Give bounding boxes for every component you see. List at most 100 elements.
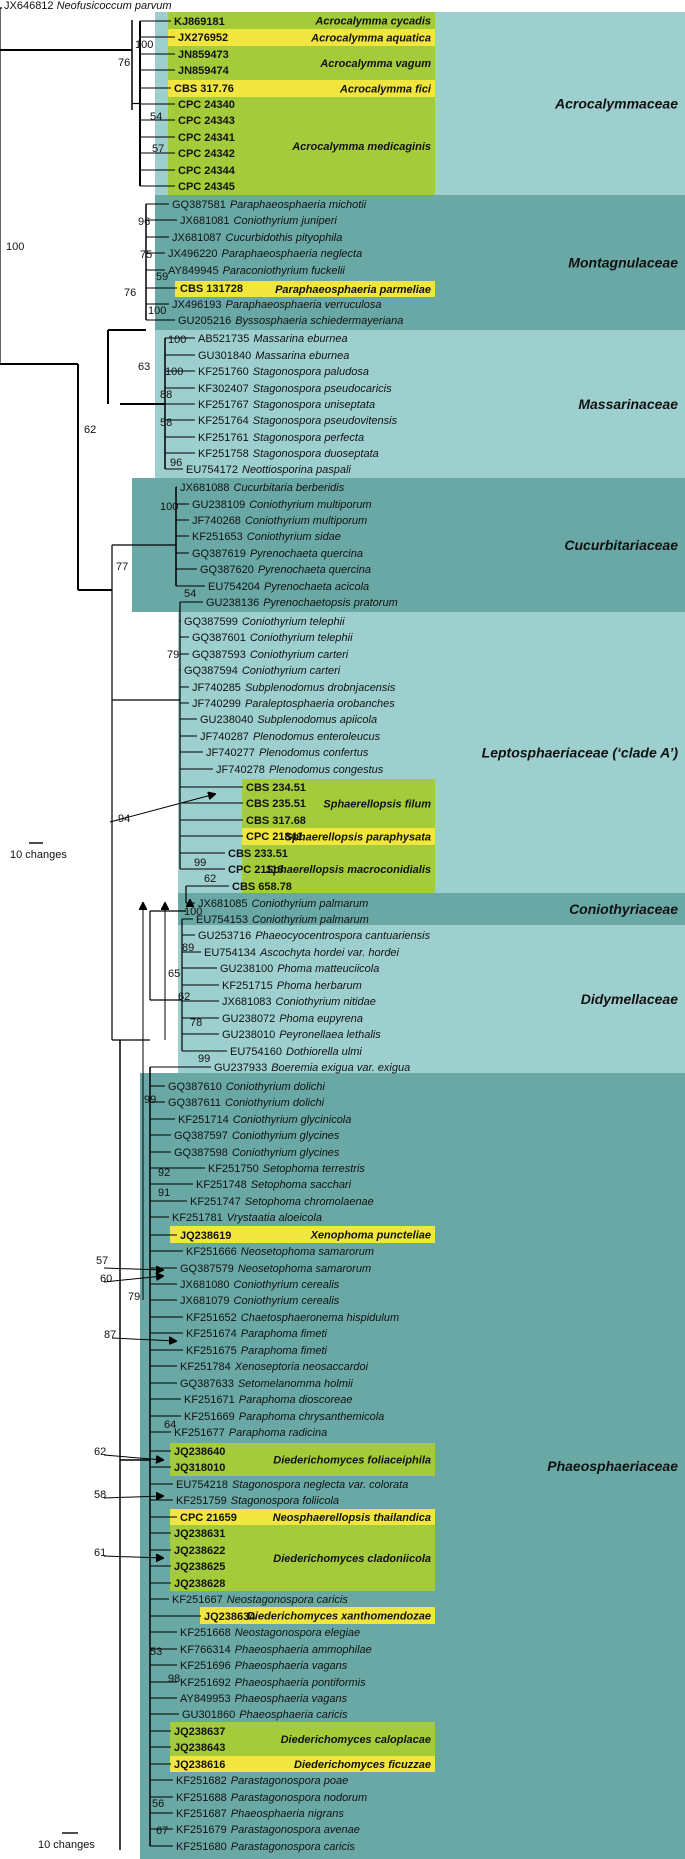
tip-accession: JQ238637 <box>174 1726 225 1738</box>
support-value: 57 <box>96 1255 108 1267</box>
tip-accession: CPC 24341 <box>178 132 235 144</box>
support-value: 58 <box>94 1489 106 1501</box>
family-panel-didymellaceae <box>178 925 685 1073</box>
tip-species: Neottiosporina paspali <box>242 464 351 476</box>
tip-species: Phaeosphaeria caricis <box>239 1709 348 1721</box>
support-value: 100 <box>184 906 202 918</box>
tip-label: KF251652 Chaetosphaeronema hispidulum <box>186 1312 399 1324</box>
tip-species: Pyrenochaeta quercina <box>250 548 363 560</box>
support-value: 59 <box>156 271 168 283</box>
support-value: 58 <box>160 417 172 429</box>
tip-accession: KF251692 <box>180 1677 231 1689</box>
tip-accession: EU754218 <box>176 1479 228 1491</box>
tip-accession: KF251767 <box>198 399 249 411</box>
genus-box <box>242 779 435 828</box>
tip-species: Setophoma terrestris <box>263 1163 366 1175</box>
tip-species: Phoma herbarum <box>277 980 362 992</box>
family-label-montagnulaceae: Montagnulaceae <box>568 255 678 271</box>
tip-species: Neostagonospora elegiae <box>235 1627 360 1639</box>
tip-accession: KF251687 <box>176 1808 227 1820</box>
tip-species: Phoma matteuciicola <box>277 963 379 975</box>
tip-accession: KF302407 <box>198 383 249 395</box>
tip-accession: KF251677 <box>174 1427 225 1439</box>
tip-species: Phaeosphaeria ammophilae <box>235 1644 372 1656</box>
tip-accession: GU238136 <box>206 597 259 609</box>
tip-accession: JQ238625 <box>174 1561 225 1573</box>
tip-label: CPC 24340 <box>178 99 235 111</box>
tip-label: EU754218 Stagonospora neglecta var. color… <box>176 1479 408 1491</box>
tip-accession: JF740287 <box>200 731 249 743</box>
genus-label: Acrocalymma vagum <box>319 58 431 70</box>
support-value: 54 <box>184 588 196 600</box>
family-label-coniothyriaceae: Coniothyriaceae <box>569 901 678 917</box>
tip-species: Setomelanomma holmii <box>238 1378 353 1390</box>
genus-box <box>242 828 435 845</box>
tip-label: JQ318010 <box>174 1462 225 1474</box>
tip-species: Neosetophoma samarorum <box>241 1246 374 1258</box>
tip-label: CPC 24343 <box>178 115 235 127</box>
tip-species: Coniothyrium dolichi <box>225 1097 325 1109</box>
tip-accession: KF251748 <box>196 1179 247 1191</box>
tip-label: CBS 658.78 <box>232 881 292 893</box>
tip-label: CPC 21659 <box>180 1512 237 1524</box>
support-value: 53 <box>150 1646 162 1658</box>
tip-species: Massarina eburnea <box>255 350 349 362</box>
genus-label: Paraphaeosphaeria parmeliae <box>275 284 431 296</box>
tip-accession: CBS 131728 <box>180 283 243 295</box>
family-label-didymellaceae: Didymellaceae <box>581 991 678 1007</box>
tip-accession: JQ238619 <box>180 1230 231 1242</box>
support-value: 96 <box>138 216 150 228</box>
tip-species: Setophoma chromolaenae <box>245 1196 374 1208</box>
support-value: 61 <box>94 1547 106 1559</box>
family-panel-massarinaceae <box>155 330 685 478</box>
genus-label: Sphaerellopsis paraphysata <box>285 832 431 844</box>
arrow <box>103 1268 163 1270</box>
tip-accession: KF251652 <box>186 1312 237 1324</box>
support-value: 88 <box>160 389 172 401</box>
tip-accession: GQ387597 <box>174 1130 228 1142</box>
genus-label: Neosphaerellopsis thailandica <box>273 1512 431 1524</box>
tip-accession: KF251688 <box>176 1792 227 1804</box>
tip-species: Phaeosphaeria nigrans <box>231 1808 345 1820</box>
tip-species: Paraphoma fimeti <box>241 1345 328 1357</box>
tip-accession: GU237933 <box>214 1062 267 1074</box>
tip-species: Xenoseptoria neosaccardoi <box>234 1361 369 1373</box>
tip-accession: JQ238631 <box>174 1528 225 1540</box>
genus-box <box>168 46 435 80</box>
tip-accession: JX496193 <box>172 299 222 311</box>
tip-accession: GQ387579 <box>180 1263 234 1275</box>
tip-accession: CBS 233.51 <box>228 848 288 860</box>
tip-accession: KF251764 <box>198 415 249 427</box>
tip-accession: JQ238628 <box>174 1578 225 1590</box>
tip-accession: EU754153 <box>196 914 248 926</box>
tip-species: Paraphaeosphaeria neglecta <box>222 248 363 260</box>
tip-label: JQ238631 <box>174 1528 225 1540</box>
tip-species: Stagonospora neglecta var. colorata <box>232 1479 408 1491</box>
tip-accession: JF740268 <box>192 515 241 527</box>
tip-species: Chaetosphaeronema hispidulum <box>241 1312 399 1324</box>
arrow <box>103 1496 163 1498</box>
tip-species: Plenodomus confertus <box>259 747 369 759</box>
support-value: 60 <box>100 1273 112 1285</box>
tip-species: Plenodomus congestus <box>269 764 384 776</box>
